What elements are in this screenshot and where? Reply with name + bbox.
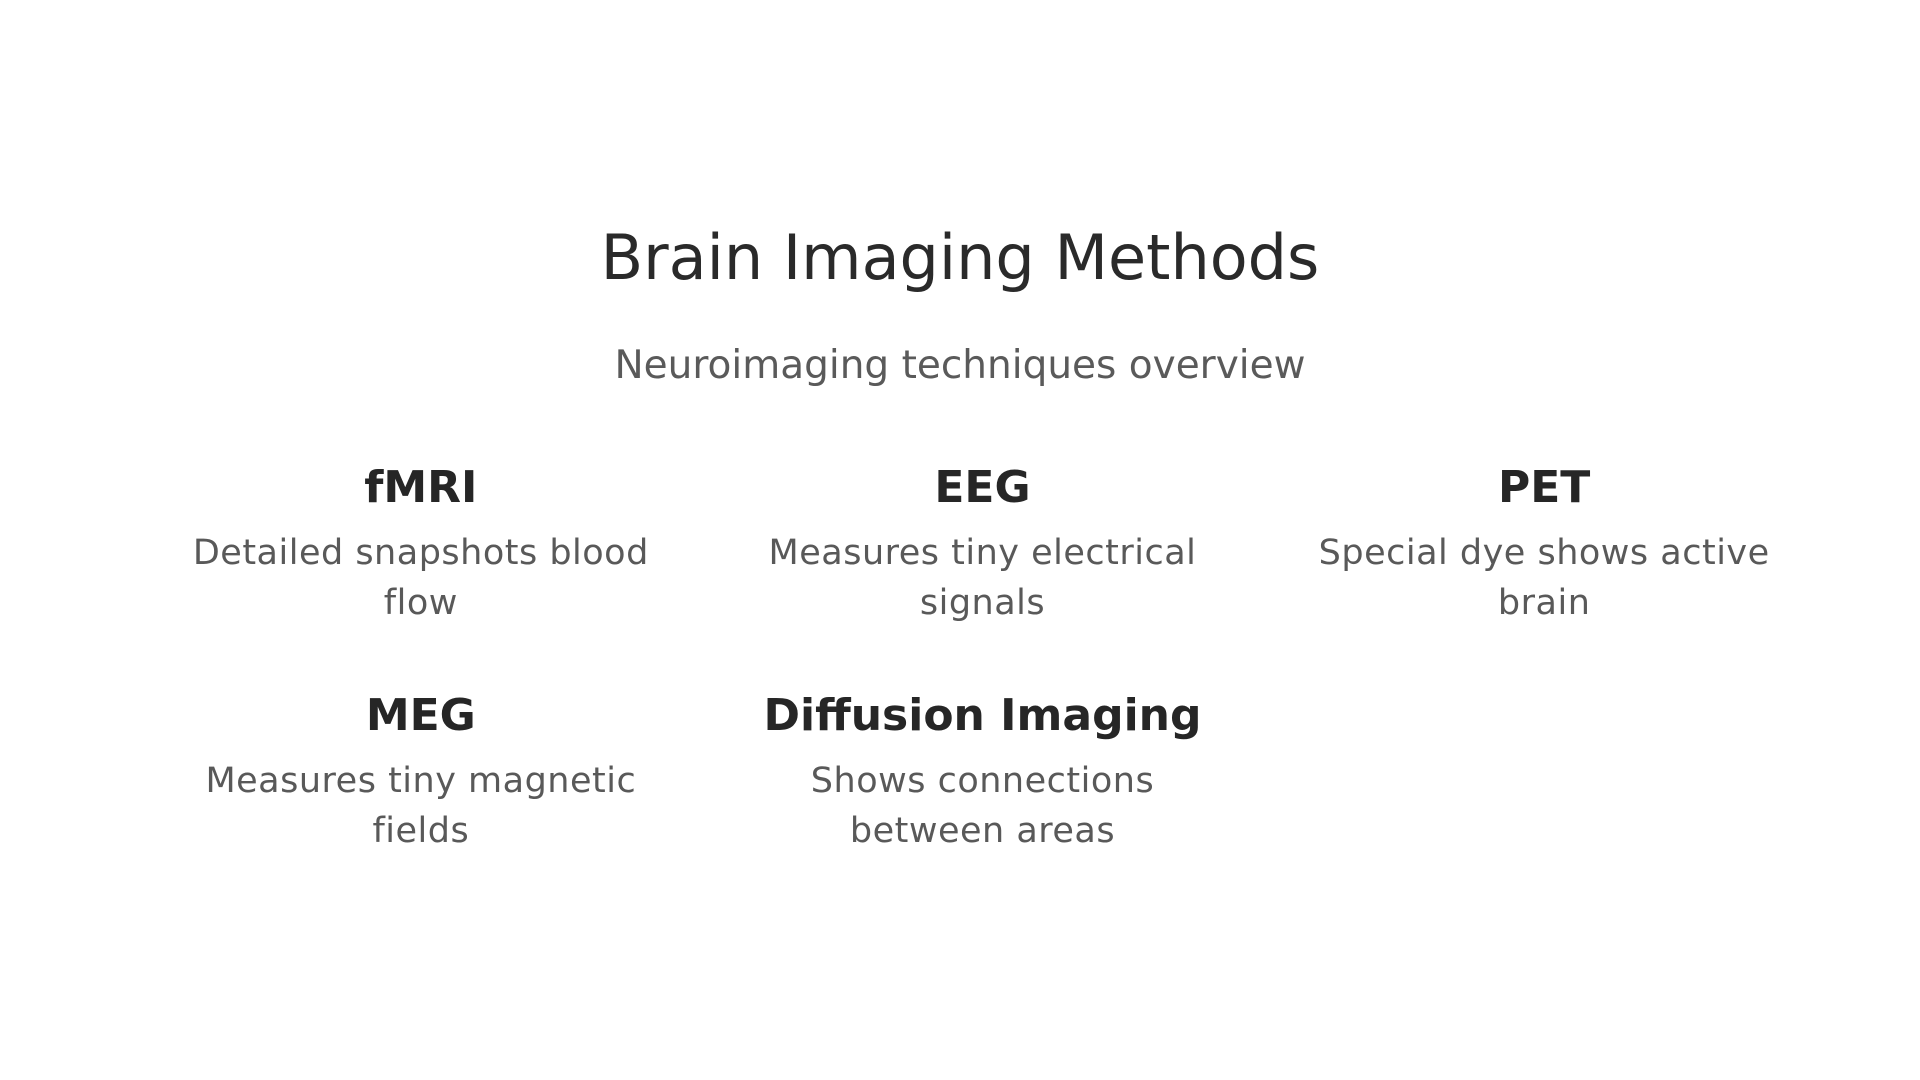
method-title: EEG xyxy=(934,462,1031,513)
methods-grid: fMRI Detailed snapshots blood flow EEG M… xyxy=(140,460,1825,856)
method-description: Detailed snapshots blood flow xyxy=(192,533,649,623)
method-card-eeg: EEG Measures tiny electrical signals xyxy=(702,460,1264,628)
method-card-pet: PET Special dye shows active brain xyxy=(1263,460,1825,628)
method-card-diffusion-imaging: Diffusion Imaging Shows connections betw… xyxy=(702,688,1264,856)
method-description: Special dye shows active brain xyxy=(1318,533,1770,623)
method-title: MEG xyxy=(365,690,476,741)
method-title: fMRI xyxy=(364,462,478,513)
page-title: Brain Imaging Methods xyxy=(600,221,1320,294)
method-title: Diffusion Imaging xyxy=(763,690,1202,741)
method-card-meg: MEG Measures tiny magnetic fields xyxy=(140,688,702,856)
method-description: Measures tiny magnetic fields xyxy=(205,761,637,851)
method-title: PET xyxy=(1498,462,1591,513)
method-card-fmri: fMRI Detailed snapshots blood flow xyxy=(140,460,702,628)
method-description: Shows connections between areas xyxy=(810,761,1155,851)
page-subtitle: Neuroimaging techniques overview xyxy=(614,343,1306,388)
method-description: Measures tiny electrical signals xyxy=(768,533,1197,623)
